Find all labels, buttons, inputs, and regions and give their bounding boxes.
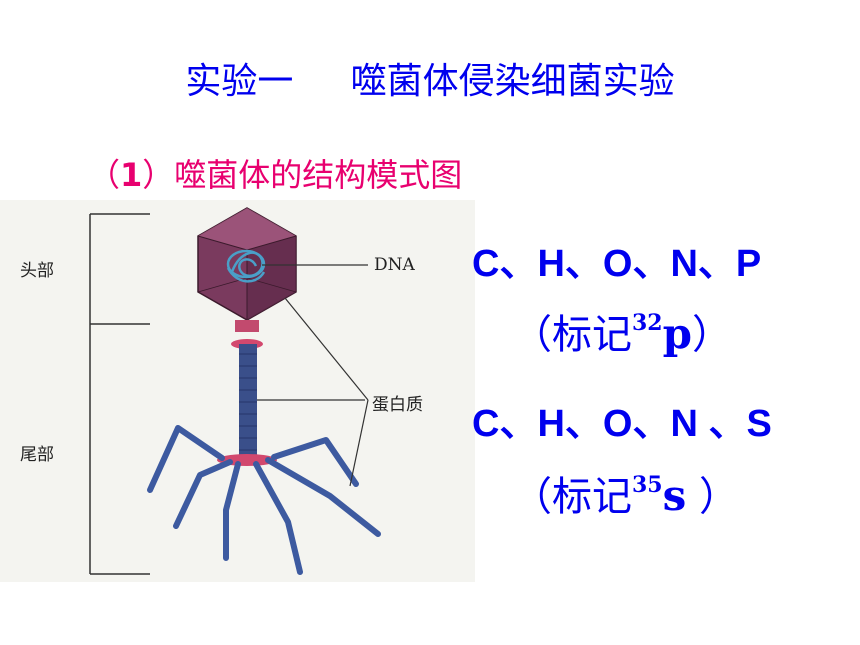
subtitle: （1）噬菌体的结构模式图 [88, 150, 462, 196]
protein-elements: C、H、O、N 、S [472, 403, 772, 445]
tail-bracket [89, 324, 150, 575]
dna-marker-close: ） [692, 312, 732, 358]
head-label: 头部 [20, 261, 54, 281]
subtitle-paren-open: （ [88, 156, 121, 194]
phage-illustration [89, 207, 381, 575]
dna-coil [226, 249, 266, 283]
dna-isotope-symbol: p [662, 309, 692, 358]
phage-tail-sheath [239, 344, 257, 456]
protein-marker-open: （标记 [512, 474, 632, 520]
protein-isotope-mass: 35 [632, 472, 663, 498]
subtitle-number: 1 [120, 156, 143, 194]
protein-isotope-symbol: s [662, 471, 687, 520]
dna-elements: C、H、O、N、P [472, 243, 762, 285]
protein-marker-label: （标记35s ） [512, 464, 739, 522]
phage-tail-fibers [147, 425, 381, 575]
dna-marker-label: （标记32p） [512, 302, 732, 360]
protein-label: 蛋白质 [372, 395, 423, 415]
phage-head [197, 207, 297, 321]
page-title: 实验一 噬菌体侵染细菌实验 [185, 61, 675, 102]
subtitle-paren-close: ） [142, 156, 175, 194]
dna-marker-open: （标记 [512, 312, 632, 358]
dna-isotope-mass: 32 [632, 310, 663, 336]
tail-label: 尾部 [20, 445, 54, 465]
head-bracket [89, 213, 150, 325]
protein-marker-close: ） [686, 474, 739, 520]
subtitle-text: 噬菌体的结构模式图 [174, 156, 463, 194]
phage-collar [235, 320, 259, 332]
dna-label: DNA [374, 255, 415, 275]
phage-structure-diagram: 头部 尾部 DNA 蛋白质 [0, 200, 475, 582]
pointer-lines [257, 264, 369, 487]
